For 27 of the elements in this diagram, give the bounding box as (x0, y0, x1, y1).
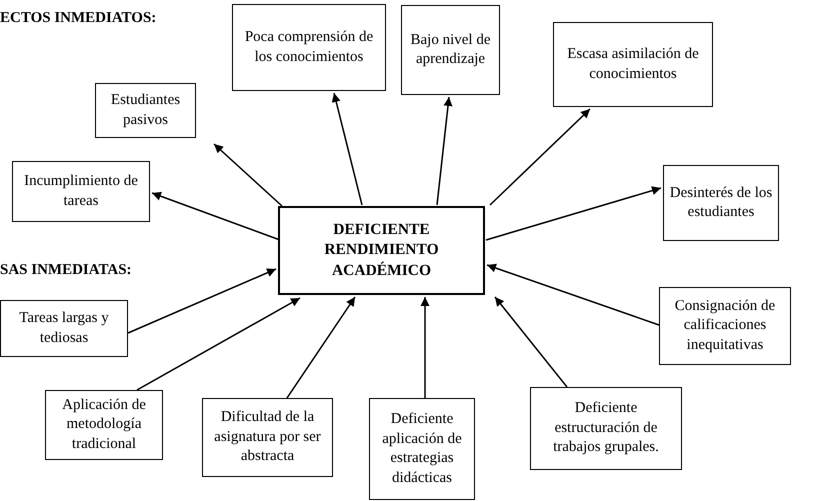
arrow (214, 143, 282, 207)
arrow (486, 186, 662, 241)
text-box: Dificultad de la asignatura por ser abstracta (202, 398, 333, 477)
text-box: Poca comprensión de los conocimientos (232, 4, 386, 91)
arrow (436, 96, 452, 206)
problem-box: DEFICIENTE RENDIMIENTO ACADÉMICO (278, 206, 485, 295)
text-box: Escasa asimilación de conocimientos (553, 22, 713, 107)
text-box: Desinterés de los estudiantes (663, 165, 779, 241)
text-box: Aplicación de metodología tradicional (45, 390, 163, 460)
arrow (486, 264, 660, 326)
section-heading: SAS INMEDIATAS: (0, 262, 132, 279)
text-box: Tareas largas y tediosas (0, 300, 128, 357)
arrow (489, 108, 591, 206)
text-box: Deficiente estructuración de trabajos grupales. (530, 387, 682, 470)
arrow (286, 296, 356, 398)
arrow (152, 192, 280, 241)
section-heading: ECTOS INMEDIATOS: (0, 10, 156, 27)
arrow (494, 296, 568, 388)
text-box: Consignación de calificaciones inequitativas (659, 287, 791, 365)
arrow (420, 297, 430, 398)
text-box: Incumplimiento de tareas (12, 161, 150, 222)
text-box: Estudiantes pasivos (95, 83, 196, 138)
arrow (136, 297, 300, 391)
arrow (128, 268, 276, 334)
arrow (332, 92, 363, 206)
text-box: Deficiente aplicación de estrategias didácticas (369, 398, 475, 500)
text-box: Bajo nivel de aprendizaje (401, 5, 500, 95)
